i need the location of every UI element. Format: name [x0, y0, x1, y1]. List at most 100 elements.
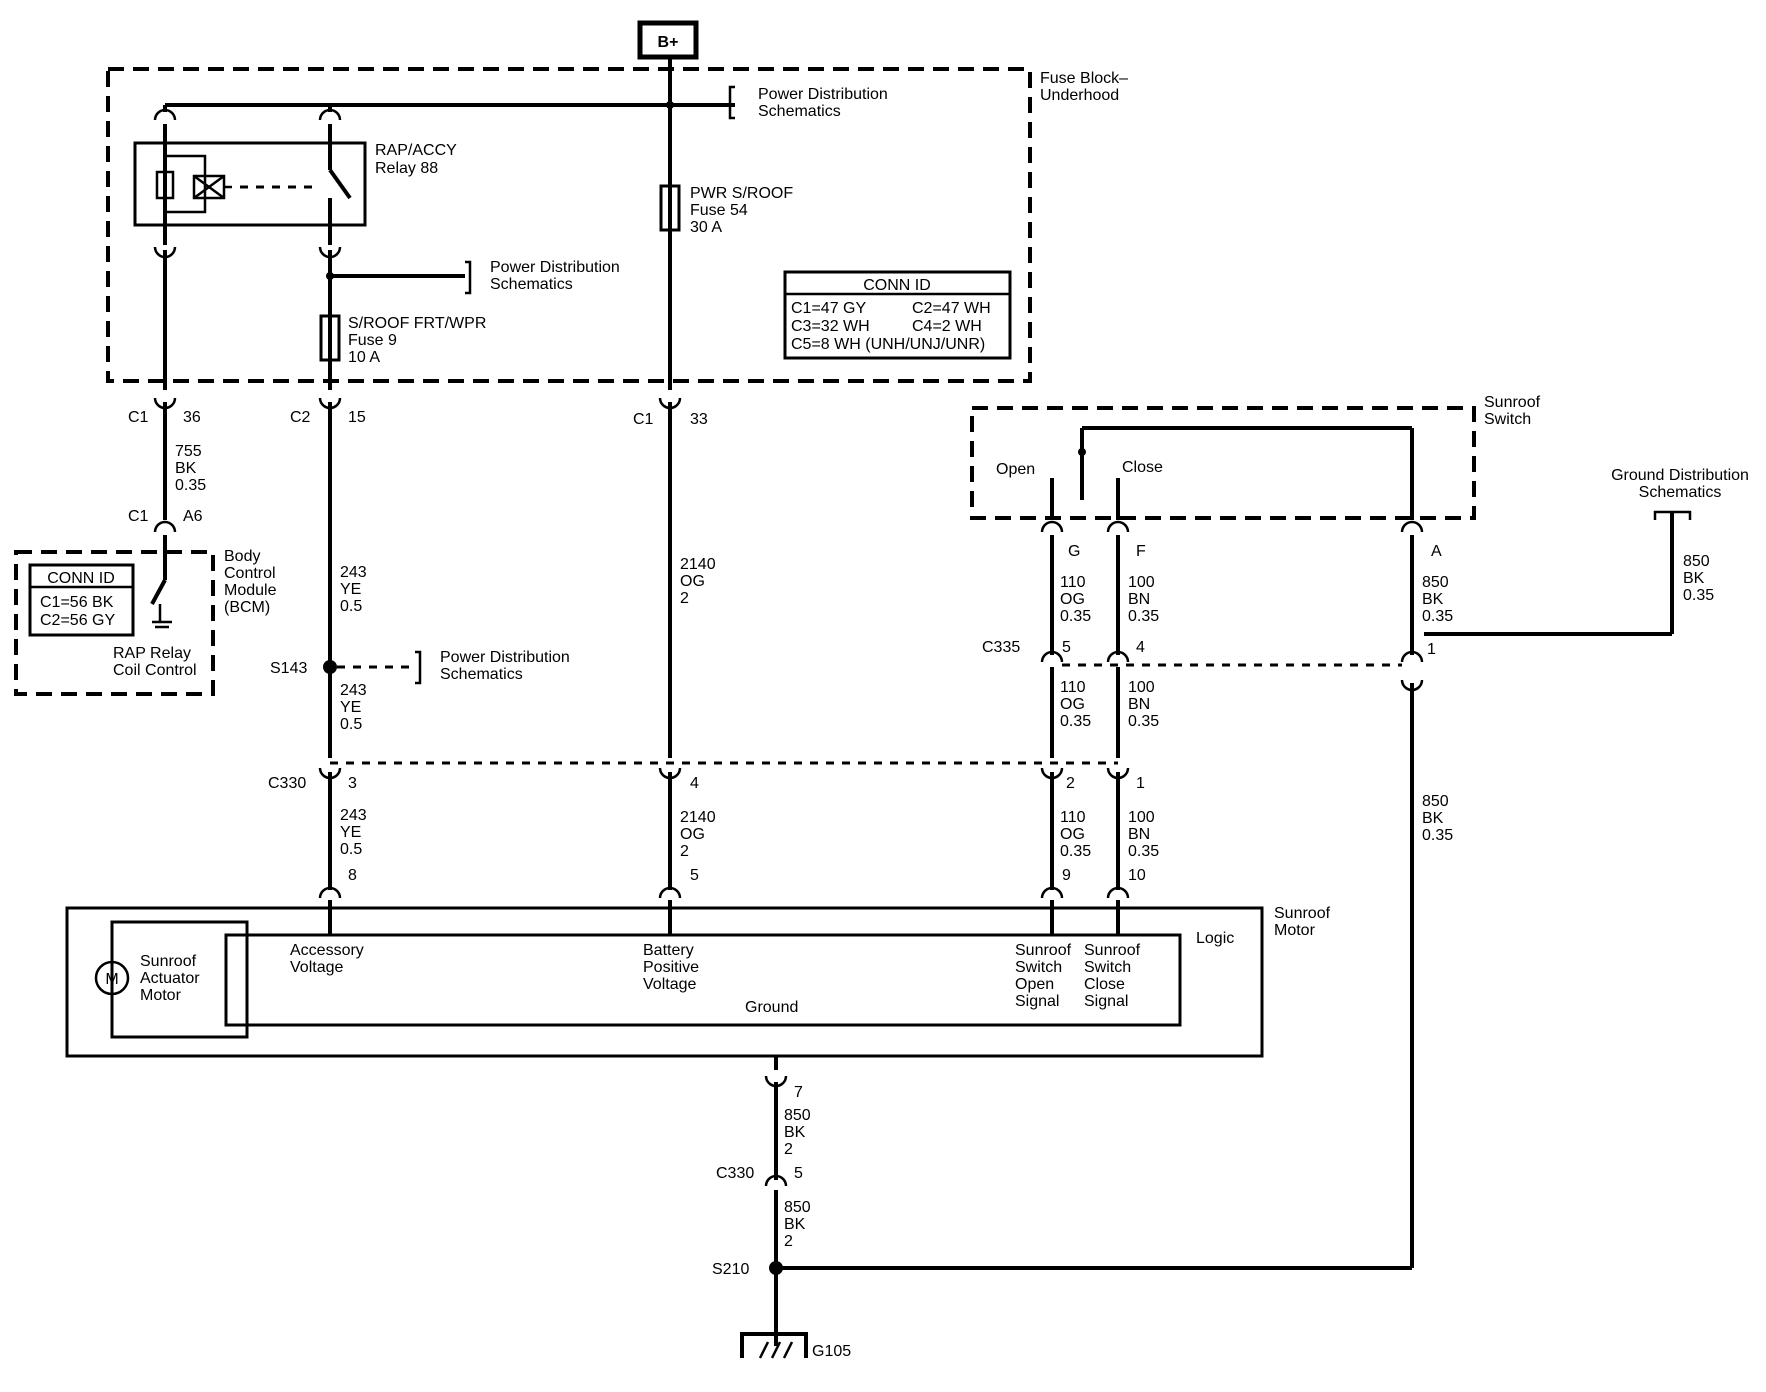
diagram-label: Power Distribution [758, 86, 888, 103]
diagram-label: 2 [784, 1141, 793, 1158]
diagram-label: RAP Relay [113, 645, 191, 662]
sunroof-switch-outline [970, 406, 1476, 520]
diagram-label: Schematics [440, 666, 523, 683]
diagram-label: Control [224, 565, 276, 582]
diagram-label: 243 [340, 682, 367, 699]
diagram-label: BK [784, 1216, 806, 1233]
diagram-label: Sunroof [1015, 942, 1072, 959]
diagram-label: OG [1060, 591, 1085, 608]
sunroof-motor: M [65, 906, 1264, 1058]
diagram-label: C335 [982, 639, 1020, 656]
bplus-label: B+ [658, 34, 679, 51]
diagram-label: 100 [1128, 679, 1155, 696]
ground-distribution-ref: Ground Distribution Schematics 850 BK 0.… [1424, 467, 1749, 636]
bcm-outline [14, 550, 215, 696]
diagram-label: 2 [680, 843, 689, 860]
relay-label-2: Relay 88 [375, 160, 438, 177]
diagram-label: 0.5 [340, 841, 362, 858]
diagram-label: 100 [1128, 809, 1155, 826]
ground-g105 [740, 1332, 808, 1359]
diagram-label: Voltage [643, 976, 696, 993]
diagram-label: 4 [690, 775, 699, 792]
diagram-label: CONN ID [863, 277, 931, 294]
diagram-label: Battery [643, 942, 694, 959]
diagram-label: Ground [745, 999, 798, 1016]
diagram-label: OG [1060, 696, 1085, 713]
diagram-label: C1=47 GY [791, 300, 866, 317]
power-distribution-ref-mid: Power Distribution Schematics [465, 259, 620, 295]
diagram-label: C1 [128, 409, 149, 426]
diagram-label: C1 [128, 508, 149, 525]
diagram-label: Schematics [1639, 484, 1722, 501]
diagram-label: 0.35 [1060, 608, 1091, 625]
diagram-label: S/ROOF FRT/WPR [348, 315, 486, 332]
fuse-9 [319, 314, 341, 362]
diagram-label: Schematics [758, 103, 841, 120]
diagram-label: 7 [794, 1084, 803, 1101]
diagram-label: 5 [690, 867, 699, 884]
diagram-label: C330 [268, 775, 306, 792]
diagram-label: 850 [1422, 793, 1449, 810]
diagram-label: CONN ID [47, 570, 115, 587]
diagram-label: Sunroof [1084, 942, 1141, 959]
diagram-label: Signal [1015, 993, 1059, 1010]
diagram-label: 0.35 [1683, 587, 1714, 604]
diagram-label: 755 [175, 443, 202, 460]
conn-id-table-bcm: CONN ID C1=56 BK C2=56 GY [28, 563, 135, 637]
diagram-label: 4 [1136, 639, 1145, 656]
splice-s143 [323, 660, 337, 674]
diagram-label: Voltage [290, 959, 343, 976]
diagram-label: 10 [1128, 867, 1146, 884]
diagram-label: Open [1015, 976, 1054, 993]
diagram-label: BK [1683, 570, 1705, 587]
diagram-label: OG [1060, 826, 1085, 843]
fuse-54 [659, 184, 681, 232]
fuse-block-outline [106, 67, 1032, 383]
battery-source: B+ [637, 20, 699, 60]
diagram-label: 5 [794, 1165, 803, 1182]
diagram-label: C330 [716, 1165, 754, 1182]
diagram-label: 2 [1066, 775, 1075, 792]
diagram-label: S210 [712, 1261, 749, 1278]
diagram-label: Open [996, 461, 1035, 478]
diagram-label: Sunroof [1274, 905, 1331, 922]
diagram-label: Sunroof [1484, 394, 1541, 411]
diagram-label: A [1431, 543, 1442, 560]
diagram-label: G105 [812, 1343, 851, 1360]
diagram-label: Accessory [290, 942, 364, 959]
diagram-label: BK [175, 460, 197, 477]
diagram-label: Coil Control [113, 662, 197, 679]
diagram-label: C5=8 WH (UNH/UNJ/UNR) [791, 336, 985, 353]
diagram-label: Schematics [490, 276, 573, 293]
diagram-label: 30 A [690, 219, 722, 236]
diagram-label: 8 [348, 867, 357, 884]
diagram-label: YE [340, 581, 361, 598]
fuse-block-label-2: Underhood [1040, 87, 1119, 104]
diagram-label: Fuse 54 [690, 202, 748, 219]
power-distribution-ref-s143: Power Distribution Schematics [415, 649, 570, 685]
diagram-label: 2140 [680, 556, 716, 573]
diagram-label: Positive [643, 959, 699, 976]
relay-label-1: RAP/ACCY [375, 142, 457, 159]
diagram-label: C2=47 WH [912, 300, 991, 317]
diagram-label: Power Distribution [490, 259, 620, 276]
diagram-label: 110 [1060, 679, 1086, 696]
diagram-label: 243 [340, 564, 367, 581]
diagram-label: 850 [1683, 553, 1710, 570]
diagram-label: 0.5 [340, 598, 362, 615]
diagram-label: Power Distribution [440, 649, 570, 666]
diagram-label: BN [1128, 696, 1150, 713]
diagram-label: BN [1128, 591, 1150, 608]
diagram-label: Close [1122, 459, 1163, 476]
diagram-label: G [1068, 543, 1080, 560]
diagram-label: 36 [183, 409, 201, 426]
diagram-label: YE [340, 699, 361, 716]
diagram-label: BK [1422, 591, 1444, 608]
diagram-label: Motor [1274, 922, 1316, 939]
fuse-block-label-1: Fuse Block– [1040, 70, 1128, 87]
diagram-label: Motor [140, 987, 182, 1004]
diagram-label: Module [224, 582, 277, 599]
diagram-label: 5 [1062, 639, 1071, 656]
diagram-label: Ground Distribution [1611, 467, 1749, 484]
